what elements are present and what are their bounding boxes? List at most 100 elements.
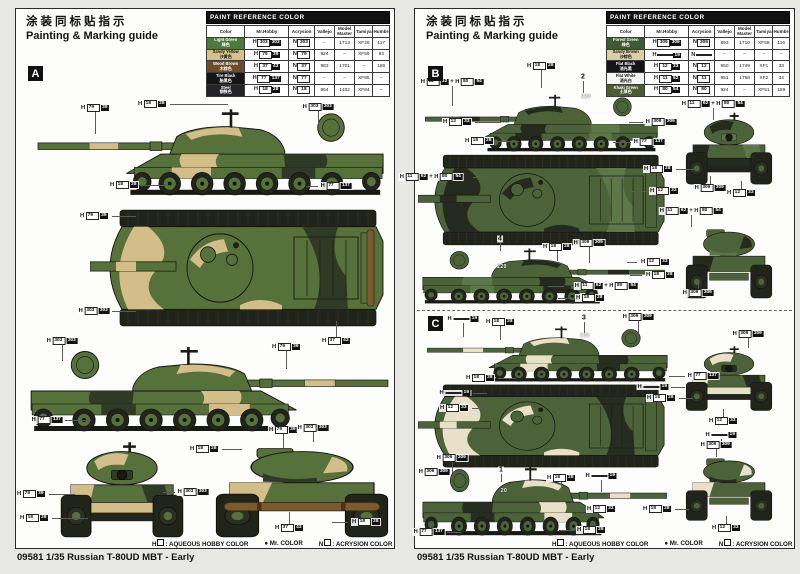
callout-leader-line (452, 86, 453, 106)
vallejo-cell: – (313, 72, 336, 85)
mr-color-number: 28 (485, 375, 495, 381)
aqueous-number: 80 (439, 173, 453, 181)
humbrol-cell: 33 (772, 60, 790, 74)
section-letter-c: C (428, 316, 443, 331)
mr-color-number: 309 (665, 119, 677, 125)
callout-leader-line (558, 298, 572, 299)
marking-number-callout: 4 (497, 235, 503, 243)
aqueous-prefix: H (351, 518, 357, 525)
aqueous-number: 12 (655, 187, 669, 195)
callout-leader-line (748, 338, 749, 348)
aqueous-prefix: H (640, 258, 646, 265)
aqueous-prefix: H (447, 316, 452, 322)
aqueous-prefix: H (637, 384, 642, 390)
table-column-header: Acrysion (688, 25, 715, 38)
aqueous-prefix: H (643, 165, 649, 172)
callout-leader-line (49, 494, 75, 495)
mr-color-number: 28 (566, 475, 576, 481)
legend-swatch-box (157, 539, 165, 546)
mr-color-number: 62 (419, 174, 428, 180)
callout-leader-line (497, 141, 519, 142)
aqueous-prefix: H (399, 173, 404, 180)
marking-number-callout: 2 (580, 73, 586, 81)
mr-color-number: 309 (593, 240, 605, 246)
aqueous-prefix: H (434, 173, 439, 180)
aqueous-number: 80 (721, 100, 735, 108)
legend-acrysion: N: ACRYSION COLOR (318, 539, 393, 548)
callout-leader-line (452, 462, 453, 472)
mr-color-number: 39 (291, 344, 301, 350)
callout-leader-line (313, 432, 314, 442)
callout-leader-line (500, 243, 501, 251)
aqueous-number: 79 (22, 490, 36, 498)
color-system-legend-left: H: AQUEOUS HOBBY COLOR ● Mr. COLOR N: AC… (152, 539, 392, 548)
tank-a-side-view-1 (36, 96, 390, 202)
callout-leader-line (336, 321, 337, 337)
aqueous-number: 309 (424, 468, 438, 476)
model-master-cell: 1402 (334, 83, 356, 97)
aqueous-prefix: H (418, 468, 423, 475)
callout-leader-line (691, 215, 692, 227)
humbrol-cell: 116 (772, 36, 790, 50)
table-column-header: Model Master (734, 25, 756, 38)
page-title-english-right: Painting & Marking guide (426, 30, 559, 42)
legend-aqueous-hobby: H: AQUEOUS HOBBY COLOR (552, 539, 649, 548)
mr-color-number: 137 (707, 373, 719, 379)
mr-color-number: 33 (728, 418, 738, 424)
mr-color-number: 303 (66, 338, 78, 344)
vallejo-cell: 864 (313, 83, 336, 97)
page-title-chinese: 涂装同标贴指示 (26, 16, 128, 28)
callout-leader-line (723, 409, 724, 417)
aqueous-prefix: H (711, 524, 717, 531)
mr-color-number: 33 (746, 190, 756, 196)
legend-mr-color: ● Mr. COLOR (664, 540, 703, 547)
aqueous-prefix: H (649, 187, 655, 194)
mr-color-number: 39 (288, 427, 298, 433)
aqueous-prefix: H (682, 289, 687, 296)
callout-leader-line (463, 323, 464, 337)
aqueous-number: 303 (52, 337, 66, 345)
tamiya-cell: XF26 (354, 36, 374, 50)
aqueous-prefix: H (609, 282, 614, 289)
aqueous-number: 77 (37, 416, 51, 424)
tank-c-front-view (684, 342, 774, 414)
callout-leader-line (447, 532, 461, 533)
callout-leader-line (498, 378, 516, 379)
mr-color-number: 28 (562, 244, 572, 250)
aqueous-number: 309 (700, 184, 714, 192)
model-master-cell: – (334, 48, 356, 62)
mr-color-number: 33 (660, 259, 670, 265)
aqueous-number: 18 (115, 181, 129, 189)
aqueous-prefix: H (177, 488, 182, 495)
tank-b-side-view-1 (424, 86, 662, 156)
table-column-header: Humbrol (772, 25, 790, 38)
aqueous-prefix: H (109, 181, 115, 188)
callout-leader-line (163, 492, 175, 493)
